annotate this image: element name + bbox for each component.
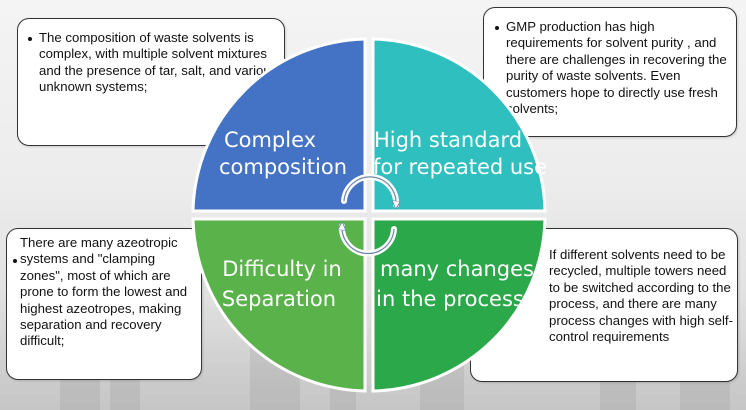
quadrant-top-left [191,37,367,213]
quadrant-bottom-left [191,217,367,393]
quadrant-label: composition [219,155,347,179]
quadrant-top-right [371,37,547,213]
bullet-icon [495,26,499,30]
quadrant-label: Difficulty in [222,257,341,281]
callout-text: GMP production has high requirements for… [506,19,727,117]
quadrant-label: Separation [222,287,336,311]
quadrant-bottom-right [371,217,547,393]
bullet-icon [13,259,17,263]
quadrant-label: many changes [380,257,534,281]
callout-difficulty-separation: There are many azeotropic systems and "c… [6,228,202,380]
callout-text: There are many azeotropic systems and "c… [20,235,188,349]
cycle-arrows-icon [342,174,396,257]
quadrant-label: Complex [224,128,316,152]
quadrant-label: for repeated use [373,155,547,179]
quadrant-label: in the process [376,287,524,311]
callout-high-standard: GMP production has high requirements for… [483,7,737,137]
callout-text: If different solvents need to be recycle… [549,247,733,345]
callout-text: The composition of waste solvents is com… [39,30,278,95]
bullet-icon [28,37,32,41]
quadrant-label: High standard [374,128,522,152]
